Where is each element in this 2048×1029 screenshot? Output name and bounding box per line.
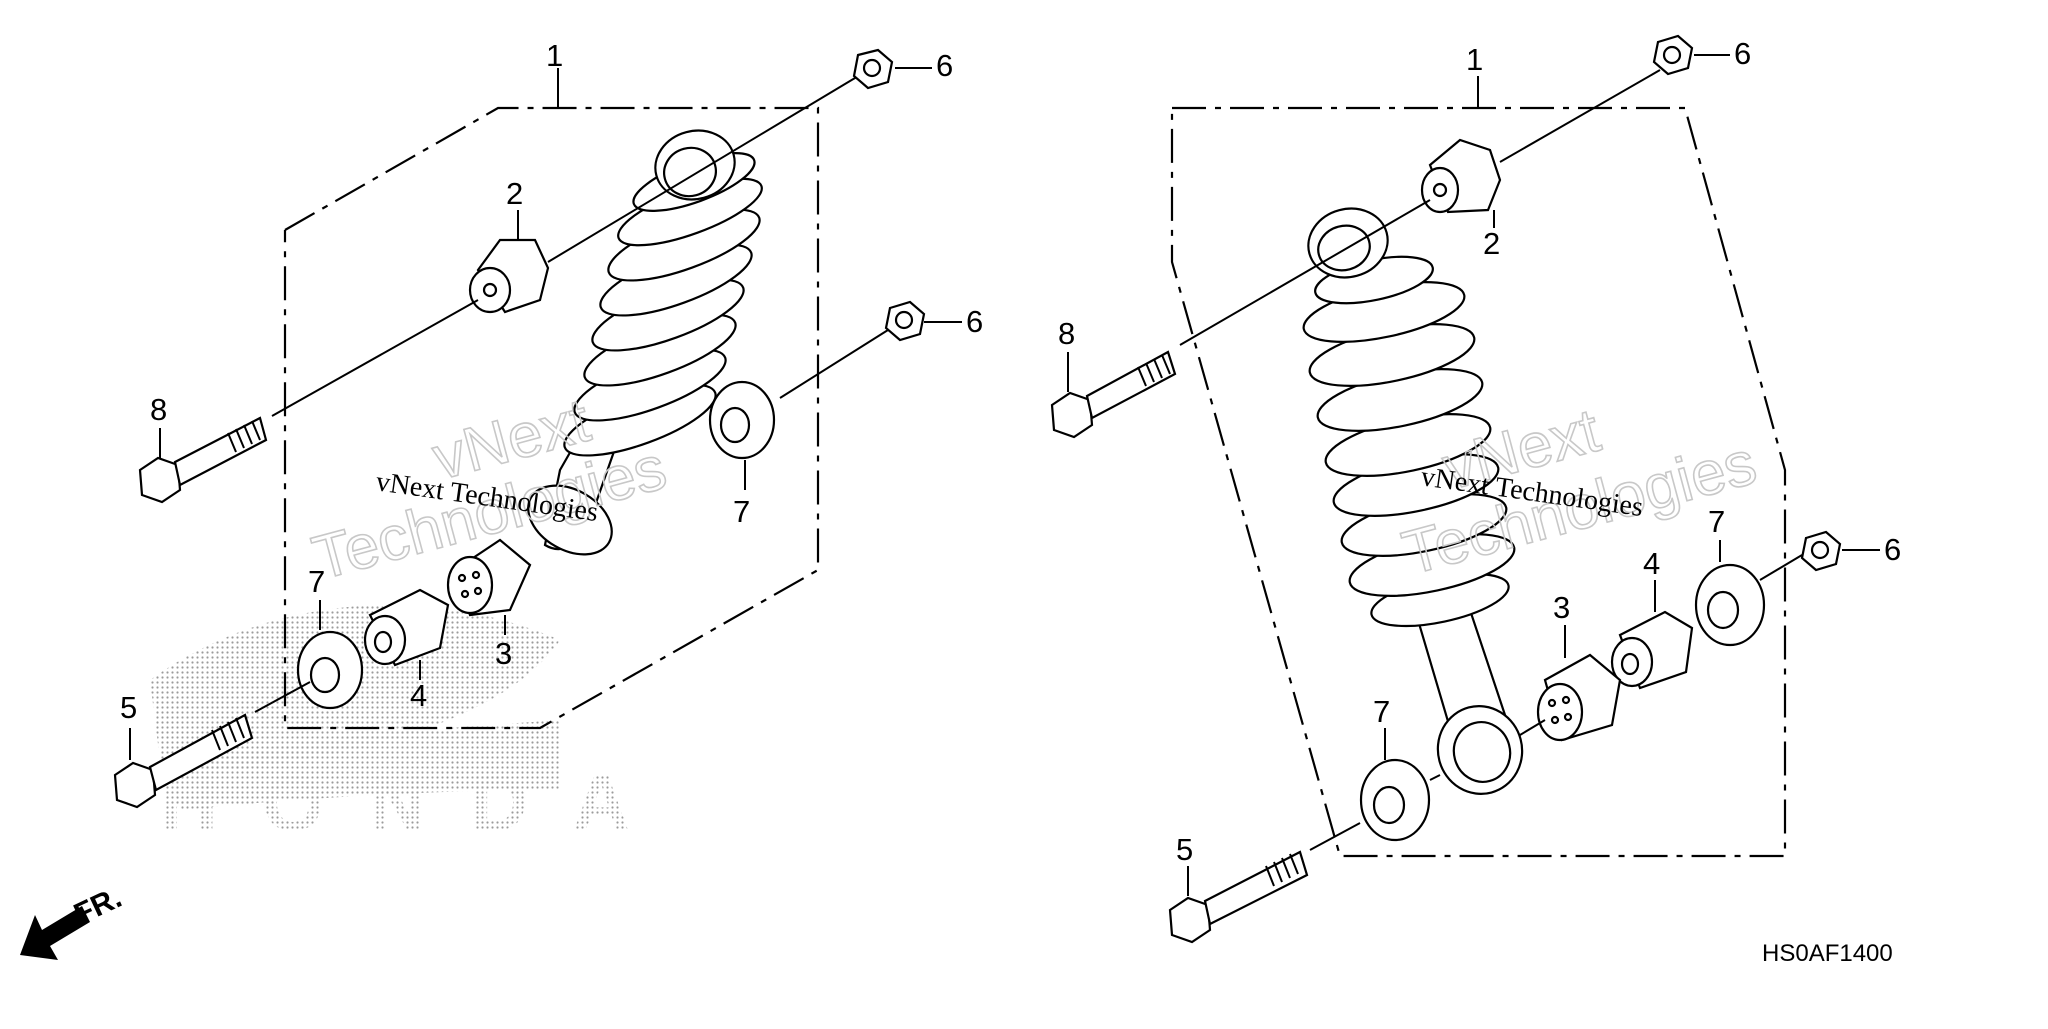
left-bush-upper	[468, 238, 550, 314]
right-callout-5: 5	[1176, 832, 1193, 867]
left-spring	[563, 152, 763, 457]
left-callout-3: 3	[495, 636, 512, 671]
right-shock-assembly: 1 2 6 6 8 7 4 3 7 5	[1050, 34, 1901, 944]
left-nut-upper	[852, 48, 894, 90]
right-callout-4: 4	[1643, 546, 1660, 581]
right-callout-7-left: 7	[1373, 694, 1390, 729]
right-collar-left	[1359, 758, 1431, 842]
right-callout-8: 8	[1058, 316, 1075, 351]
left-assembly-frame	[283, 106, 820, 730]
front-direction-indicator: FR.	[20, 881, 127, 960]
left-callout-8: 8	[150, 392, 167, 427]
left-callout-1: 1	[546, 38, 563, 73]
right-assembly-frame	[1170, 106, 1787, 858]
right-bolt-lower	[1168, 850, 1309, 944]
left-nut-lower	[884, 300, 926, 342]
left-bolt-upper	[138, 416, 268, 504]
right-collar-right	[1694, 563, 1766, 647]
left-callout-2: 2	[506, 176, 523, 211]
left-callout-7-left: 7	[308, 564, 325, 599]
front-arrow-icon	[20, 906, 90, 960]
left-callout-4: 4	[410, 678, 427, 713]
left-collar-right	[708, 380, 776, 460]
left-lower-parts	[296, 538, 532, 710]
right-callout-2: 2	[1483, 226, 1500, 261]
right-shock-absorber	[1302, 207, 1524, 795]
right-nut-upper	[1652, 34, 1694, 76]
right-bush-upper	[1420, 138, 1502, 214]
right-bolt-upper	[1050, 350, 1177, 439]
right-callout-7-right: 7	[1708, 504, 1725, 539]
right-callout-3: 3	[1553, 590, 1570, 625]
left-callout-6-upper: 6	[936, 48, 953, 83]
left-callout-6-lower: 6	[966, 304, 983, 339]
left-shock-assembly: 1 2 6 6 8 7 7 4 3 5	[113, 38, 983, 809]
left-callout-5: 5	[120, 690, 137, 725]
diagram-code: HS0AF1400	[1762, 940, 1893, 967]
right-collar-4	[1610, 610, 1694, 690]
left-shock-absorber	[527, 129, 763, 556]
right-nut-lower	[1800, 530, 1842, 572]
right-bushing-3	[1536, 653, 1622, 742]
left-callout-7-right: 7	[733, 494, 750, 529]
right-callout-6-lower: 6	[1884, 532, 1901, 567]
right-callout-1: 1	[1466, 42, 1483, 77]
left-bolt-lower	[113, 713, 254, 809]
right-callout-6-upper: 6	[1734, 36, 1751, 71]
